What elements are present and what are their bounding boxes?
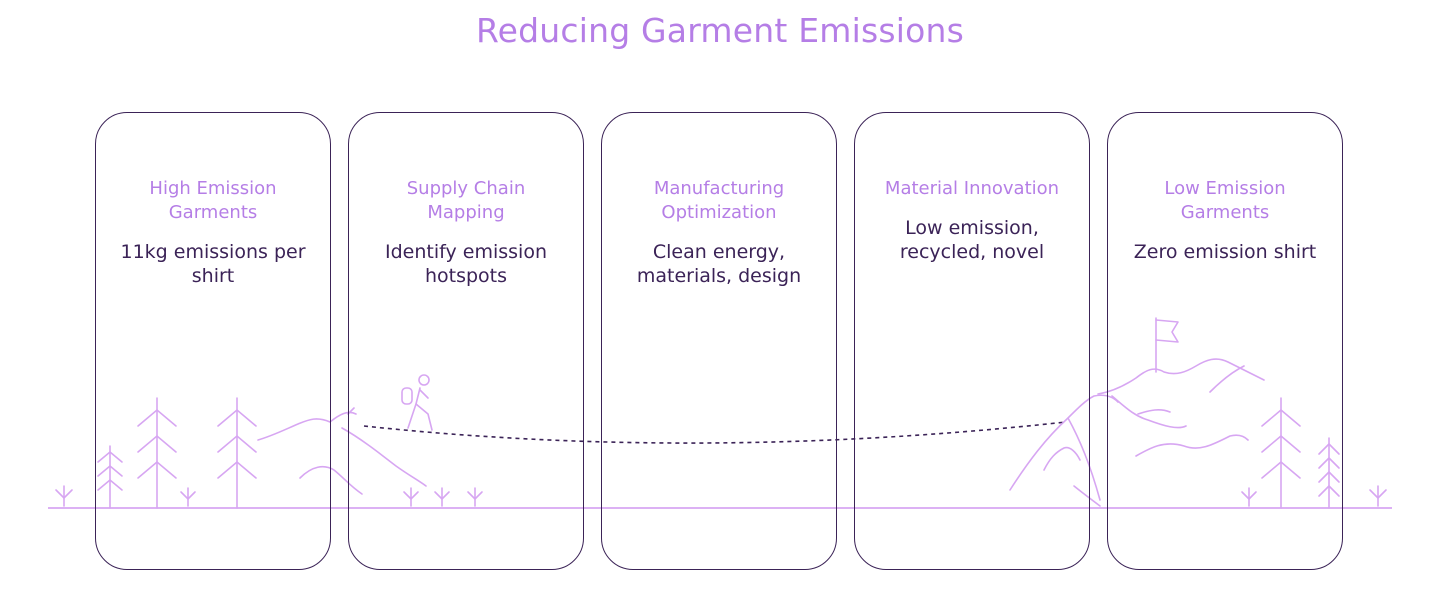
stage-description: Low emission,recycled, novel: [859, 216, 1085, 264]
stage-label-line: Low Emission: [1164, 178, 1286, 199]
tree-icon: [217, 397, 257, 509]
tree-icon: [137, 397, 177, 509]
stage-description-line: Clean energy,: [652, 241, 786, 263]
grass-icon: [55, 485, 483, 507]
stage-description-line: 11kg emissions per: [120, 241, 306, 263]
mountain-icon: [1009, 358, 1265, 507]
stage-description-line: hotspots: [424, 265, 508, 287]
tree-icon: [97, 445, 123, 509]
grass-icon: [1241, 485, 1387, 507]
stage-label-line: High Emission: [149, 178, 277, 199]
tree-icon: [1318, 437, 1340, 509]
right-mountains: [1009, 317, 1387, 509]
mountain-icon: [257, 407, 427, 495]
left-forest: [55, 397, 483, 509]
stage-label-line: Manufacturing: [653, 178, 785, 199]
flag-icon: [1155, 317, 1179, 373]
stage-description-line: shirt: [191, 265, 235, 287]
stage-label-line: Mapping: [427, 202, 505, 223]
stage-description: Clean energy,materials, design: [606, 240, 832, 288]
tree-icon: [1261, 397, 1301, 509]
stage-label-line: Material Innovation: [884, 178, 1060, 199]
stage-label-line: Supply Chain: [406, 178, 526, 199]
stage-label-line: Optimization: [661, 202, 777, 223]
stage-description-line: Zero emission shirt: [1133, 241, 1317, 263]
hiker-icon: [401, 374, 433, 431]
stage-label-line: Garments: [1180, 202, 1270, 223]
left-hills: [257, 407, 427, 495]
stage-description-line: Identify emission: [385, 241, 547, 263]
stage-description: Zero emission shirt: [1112, 240, 1338, 264]
stage-label-line: Garments: [168, 202, 258, 223]
stage-description-line: Low emission,: [905, 217, 1039, 239]
diagram-title: Reducing Garment Emissions: [475, 11, 965, 50]
stage-description-line: materials, design: [636, 265, 802, 287]
stage-description-line: recycled, novel: [899, 241, 1045, 263]
stage-label: Material Innovation: [859, 177, 1085, 201]
trail-path: [363, 421, 1067, 444]
